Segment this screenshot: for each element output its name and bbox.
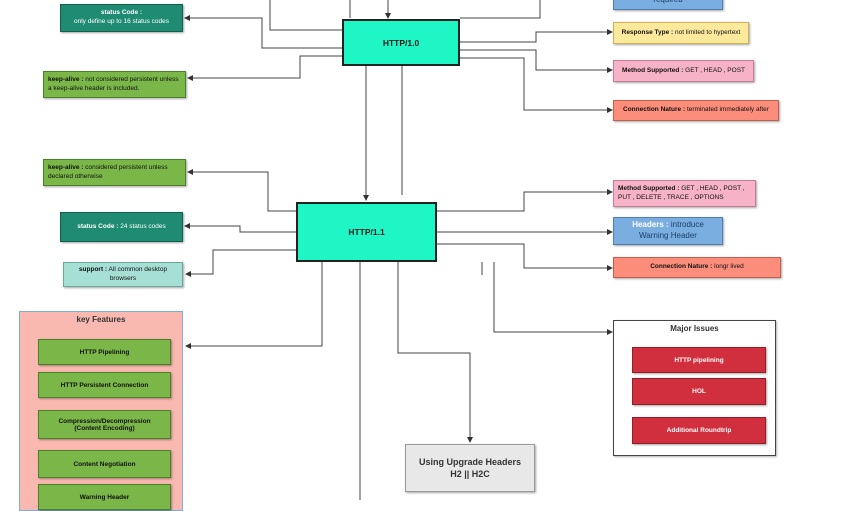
http11-status-code-key: status Code : xyxy=(77,222,119,230)
line-10-response xyxy=(460,29,613,43)
http11-node[interactable]: HTTP/1.1 xyxy=(296,202,437,262)
http11-headers-box[interactable]: Headers : introduce Warning Header xyxy=(613,217,723,245)
http10-headers-box[interactable]: required xyxy=(613,0,723,10)
key-features-title: key Features xyxy=(76,315,126,324)
line-11-keepalive xyxy=(187,169,296,212)
http11-keep-alive-val: considered persistent unless declared ot… xyxy=(48,163,168,180)
major-issue-item[interactable]: HOL xyxy=(632,378,766,405)
key-feature-item[interactable]: Content Negotiation xyxy=(38,450,171,478)
key-feature-item[interactable]: Warning Header xyxy=(38,484,171,510)
major-issue-item[interactable]: Additional Roundtrip xyxy=(632,417,766,444)
key-feature-item[interactable]: Compression/Decompression (Content Encod… xyxy=(38,410,171,439)
http11-title: HTTP/1.1 xyxy=(348,227,385,237)
http11-status-code-box[interactable]: status Code : 24 status codes xyxy=(60,212,183,242)
http11-support-box[interactable]: support : All common desktop browsers xyxy=(63,262,183,287)
connector-lines xyxy=(184,0,613,500)
line-11-keyfeatures xyxy=(185,262,323,349)
line-11-issues xyxy=(493,262,613,335)
http10-response-type-key: Response Type : xyxy=(621,28,674,36)
line-top-c xyxy=(269,0,342,31)
http11-support-key: support : xyxy=(78,265,108,273)
http10-status-code-key: status Code : xyxy=(100,9,143,17)
key-feature-item[interactable]: HTTP Persistent Connection xyxy=(38,372,171,398)
key-features-panel: key Features HTTP Pipelining HTTP Persis… xyxy=(19,311,183,511)
http11-connection-val: longr lived xyxy=(714,263,744,271)
http10-title: HTTP/1.0 xyxy=(382,37,420,48)
http11-method-key: Method Supported : xyxy=(618,184,680,192)
http10-keep-alive-box[interactable]: keep-alive : not considered persistent u… xyxy=(43,71,186,98)
line-11-support xyxy=(185,249,296,277)
upgrade-line2: H2 || H2C xyxy=(450,469,490,479)
http11-connection-box[interactable]: Connection Nature : longr lived xyxy=(613,257,781,278)
line-10-connection xyxy=(460,57,613,113)
line-11-connection xyxy=(437,243,613,271)
line-11-method xyxy=(437,189,613,212)
http10-node[interactable]: HTTP/1.0 xyxy=(342,19,460,66)
http11-method-box[interactable]: Method Supported : GET , HEAD , POST , P… xyxy=(613,180,756,207)
http11-keep-alive-key: keep-alive : xyxy=(48,163,84,171)
http10-headers-partial: required xyxy=(653,0,682,5)
http10-status-code-val: only define up to 16 status codes xyxy=(73,18,170,25)
major-issues-panel: Major Issues HTTP pipelining HOL Additio… xyxy=(613,320,776,456)
http10-connection-key: Connection Nature : xyxy=(623,106,686,114)
http10-method-box[interactable]: Method Supported : GET , HEAD , POST xyxy=(613,60,754,82)
key-feature-item[interactable]: HTTP Pipelining xyxy=(38,339,171,365)
line-top-d xyxy=(460,0,541,19)
http10-method-val: GET , HEAD , POST xyxy=(685,66,746,74)
upgrade-line1: Using Upgrade Headers xyxy=(418,456,522,467)
http11-connection-key: Connection Nature : xyxy=(650,263,713,271)
http11-keep-alive-box[interactable]: keep-alive : considered persistent unles… xyxy=(43,159,186,186)
http10-connection-val: terminated immediately after xyxy=(686,106,769,114)
http10-method-key: Method Supported : xyxy=(621,66,684,74)
upgrade-headers-box[interactable]: Using Upgrade Headers H2 || H2C xyxy=(405,444,535,492)
line-11-status xyxy=(184,223,296,233)
http10-keep-alive-key: keep-alive : xyxy=(48,75,84,83)
http10-keep-alive-val: not considered persistent unless a keep-… xyxy=(48,75,179,92)
line-10-keepalive xyxy=(187,55,342,81)
major-issues-title: Major Issues xyxy=(670,324,719,333)
http11-headers-key: Headers : xyxy=(632,220,669,230)
http11-support-val: All common desktop browsers xyxy=(108,265,168,282)
http10-status-code-box[interactable]: status Code : only define up to 16 statu… xyxy=(60,4,183,32)
http10-response-type-val: not limited to hypertext xyxy=(674,28,741,36)
http10-response-type-box[interactable]: Response Type : not limited to hypertext xyxy=(613,22,749,44)
line-11-upgrade xyxy=(397,262,473,443)
line-10-method xyxy=(460,49,613,73)
line-10-status xyxy=(184,15,342,49)
http11-method-val: GET , HEAD , POST , PUT , DELETE , TRACE… xyxy=(618,184,745,201)
http11-status-code-val: 24 status codes xyxy=(120,222,166,230)
major-issue-item[interactable]: HTTP pipelining xyxy=(632,347,766,373)
http11-headers-val: introduce Warning Header xyxy=(639,220,704,240)
http10-connection-box[interactable]: Connection Nature : terminated immediate… xyxy=(613,100,779,121)
